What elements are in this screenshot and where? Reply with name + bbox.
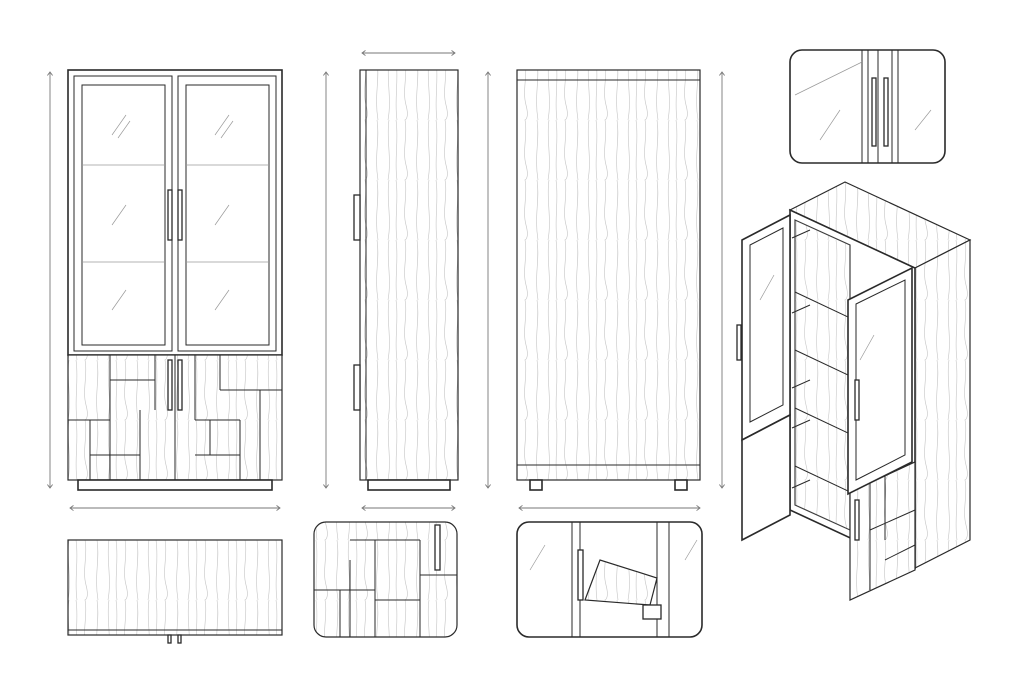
handle-icon — [167, 189, 173, 241]
back-view — [516, 69, 701, 491]
detail-panel — [313, 521, 458, 638]
top-view — [67, 539, 283, 644]
side-view — [353, 69, 459, 491]
front-view — [67, 69, 283, 491]
detail-hinge-shelf — [516, 521, 703, 638]
detail-handle — [789, 49, 946, 164]
isometric-view — [736, 181, 972, 601]
dimension-lines — [50, 53, 722, 508]
